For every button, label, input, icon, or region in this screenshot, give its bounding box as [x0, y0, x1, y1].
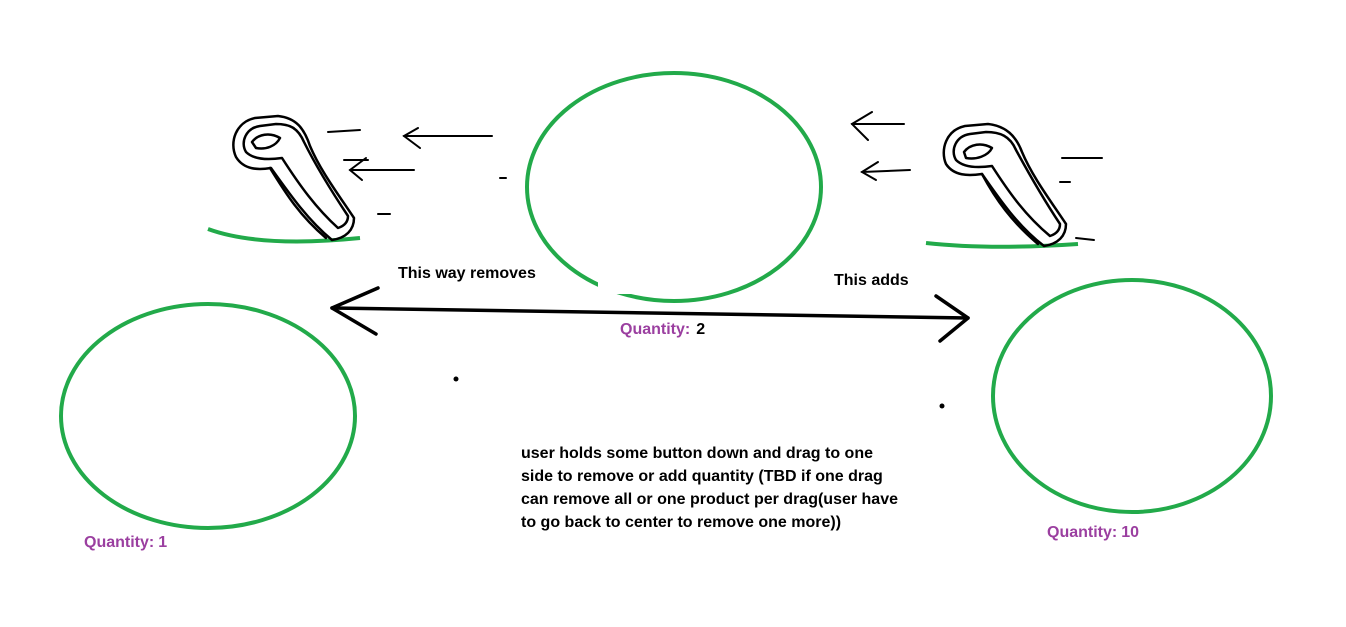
note-line: user holds some button down and drag to …: [521, 445, 873, 462]
drag-hand-left-icon: [232, 114, 356, 242]
double-headed-arrow: [330, 286, 970, 343]
right-quantity-label: Quantity:: [1047, 524, 1118, 541]
left-product-circle: [59, 302, 357, 530]
left-motion-lines: [327, 127, 507, 215]
remove-direction-label: This way removes: [398, 265, 536, 282]
stray-dot: [453, 376, 459, 382]
right-quantity-value: 10: [1121, 524, 1140, 541]
right-hand-circle-fragment: [925, 241, 1079, 249]
center-quantity-value: 2: [696, 321, 706, 338]
note-line: side to remove or add quantity (TBD if o…: [521, 468, 883, 485]
right-product-circle: [991, 278, 1273, 514]
center-quantity: Quantity: 2: [620, 320, 705, 340]
center-quantity-label: Quantity:: [620, 321, 691, 338]
left-quantity-value: 1: [158, 534, 168, 551]
left-quantity-label: Quantity:: [84, 534, 155, 551]
stray-dot: [939, 403, 945, 409]
right-quantity: Quantity:10: [1047, 523, 1139, 543]
drag-hand-right-icon: [942, 122, 1068, 248]
right-motion-lines: [850, 111, 1103, 241]
add-direction-label: This adds: [834, 272, 909, 289]
center-circle-gap: [598, 270, 653, 294]
note-line: can remove all or one product per drag(u…: [521, 491, 898, 508]
center-product-circle: [525, 71, 823, 303]
note-line: to go back to center to remove one more)…: [521, 514, 842, 531]
left-quantity: Quantity:1: [84, 533, 167, 553]
interaction-note: user holds some button down and drag to …: [521, 442, 898, 534]
